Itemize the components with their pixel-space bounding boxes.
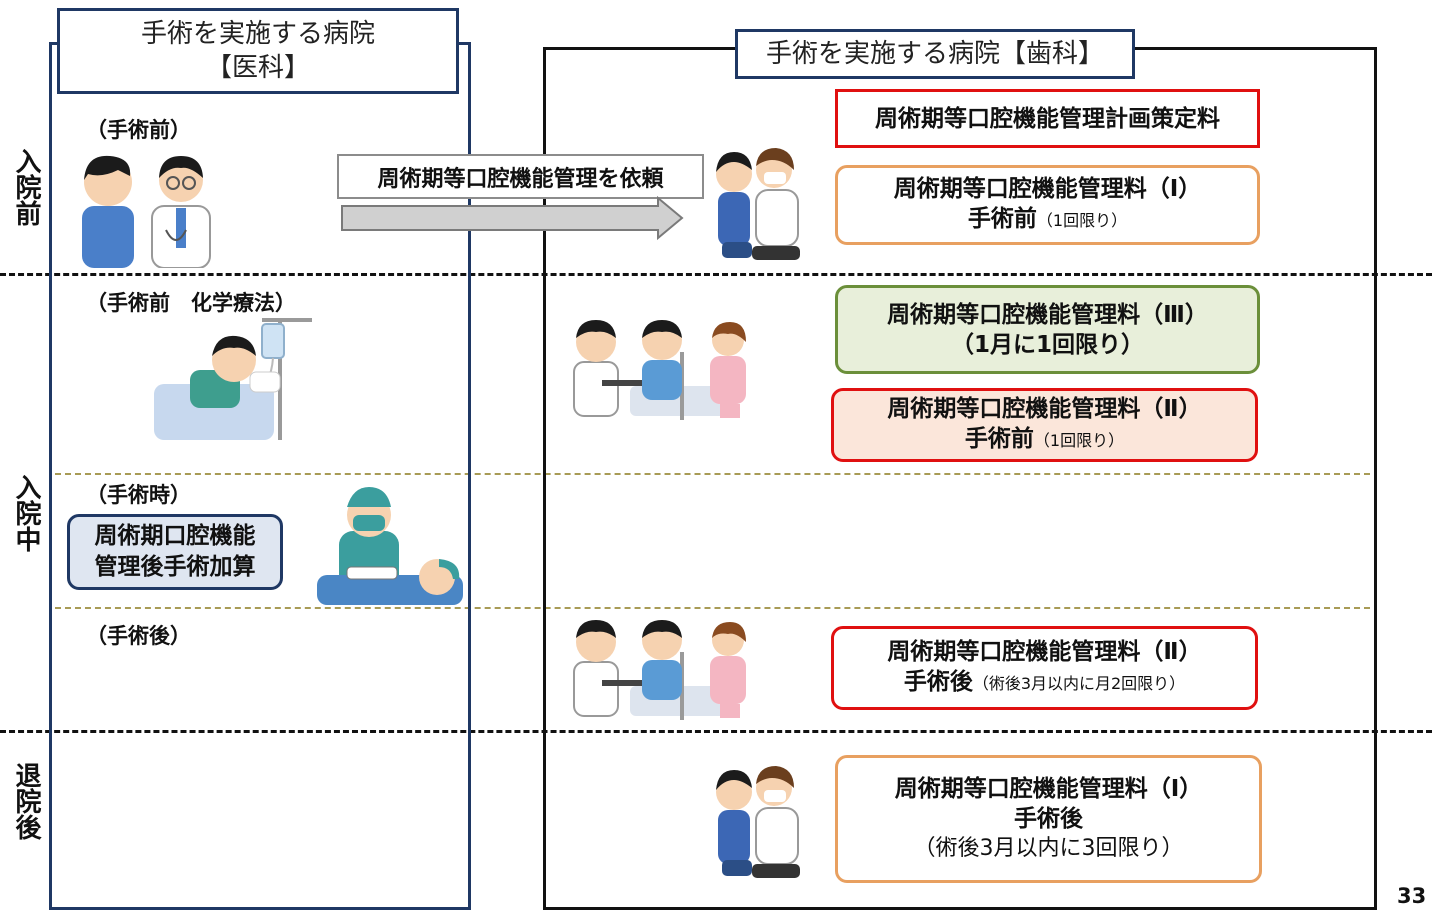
fee-II-post-op-box: 周術期等口腔機能管理料（Ⅱ） 手術後（術後3月以内に月2回限り）: [831, 626, 1258, 710]
stage-label-during-admission: 入院中: [11, 474, 41, 552]
plan-fee-box: 周術期等口腔機能管理計画策定料: [835, 89, 1260, 148]
stage-label-after-discharge: 退院後: [11, 762, 41, 840]
phase-post-op: （手術後）: [86, 624, 191, 648]
fee-I-post-op-box: 周術期等口腔機能管理料（Ⅰ） 手術後 （術後3月以内に3回限り）: [835, 755, 1262, 883]
fee-II-post-op-title: 周術期等口腔機能管理料（Ⅱ）: [887, 639, 1202, 665]
surgical-addition-line2: 管理後手術加算: [94, 554, 256, 580]
fee-I-post-op-timing: 手術後: [1014, 806, 1083, 832]
fee-II-pre-op-note: （1回限り）: [1033, 431, 1125, 450]
phase-pre-op: （手術前）: [86, 118, 191, 142]
surgical-addition-line1: 周術期口腔機能: [94, 523, 256, 549]
fee-II-pre-op-box: 周術期等口腔機能管理料（Ⅱ） 手術前（1回限り）: [831, 388, 1258, 462]
medical-hospital-header: 手術を実施する病院 【医科】: [57, 8, 459, 94]
request-label: 周術期等口腔機能管理を依頼: [337, 154, 704, 199]
surgery-illustration: [317, 487, 463, 605]
consultation-illustration: [82, 155, 211, 268]
dental-hospital-header: 手術を実施する病院【歯科】: [735, 29, 1135, 79]
phase-pre-op-chemo: （手術前 化学療法）: [86, 291, 296, 315]
phase-during-op: （手術時）: [86, 483, 191, 507]
fee-III-box: 周術期等口腔機能管理料（Ⅲ） （1月に1回限り）: [835, 285, 1260, 374]
dental-checkup-illustration-top: [716, 148, 800, 260]
request-arrow: [341, 195, 684, 241]
page-number: 33: [1397, 884, 1427, 908]
fee-I-post-op-note: （術後3月以内に3回限り）: [913, 836, 1184, 861]
divider-surgery-start: [55, 473, 1370, 475]
medical-hospital-subtitle: 【医科】: [205, 53, 310, 83]
plan-fee-label: 周術期等口腔機能管理計画策定料: [875, 105, 1220, 132]
fee-I-pre-op-timing: 手術前: [967, 206, 1037, 232]
dental-hospital-title: 手術を実施する病院【歯科】: [765, 39, 1104, 69]
ward-visit-illustration-mid: [573, 320, 746, 420]
fee-I-pre-op-note: （1回限り）: [1036, 211, 1128, 230]
fee-II-post-op-timing: 手術後: [903, 669, 973, 695]
stage-label-before-admission: 入院前: [11, 148, 41, 226]
fee-III-title: 周術期等口腔機能管理料（Ⅲ）: [887, 301, 1208, 328]
divider-surgery-end: [55, 607, 1370, 609]
fee-I-pre-op-title: 周術期等口腔機能管理料（Ⅰ）: [893, 176, 1202, 202]
medical-hospital-title: 手術を実施する病院: [140, 19, 375, 49]
chemotherapy-illustration: [154, 318, 312, 440]
divider-pre-admission: [0, 273, 1432, 276]
fee-II-pre-op-title: 周術期等口腔機能管理料（Ⅱ）: [887, 396, 1202, 422]
fee-I-pre-op-box: 周術期等口腔機能管理料（Ⅰ） 手術前（1回限り）: [835, 165, 1260, 245]
fee-II-pre-op-timing: 手術前: [964, 426, 1034, 452]
fee-II-post-op-note: （術後3月以内に月2回限り）: [972, 674, 1186, 693]
surgical-addition-box: 周術期口腔機能 管理後手術加算: [67, 514, 283, 590]
fee-I-post-op-title: 周術期等口腔機能管理料（Ⅰ）: [894, 776, 1203, 802]
divider-discharge: [0, 730, 1432, 733]
ward-visit-illustration-post: [573, 620, 746, 720]
dental-checkup-illustration-bottom: [716, 766, 800, 878]
fee-III-note: （1月に1回限り）: [950, 331, 1144, 358]
